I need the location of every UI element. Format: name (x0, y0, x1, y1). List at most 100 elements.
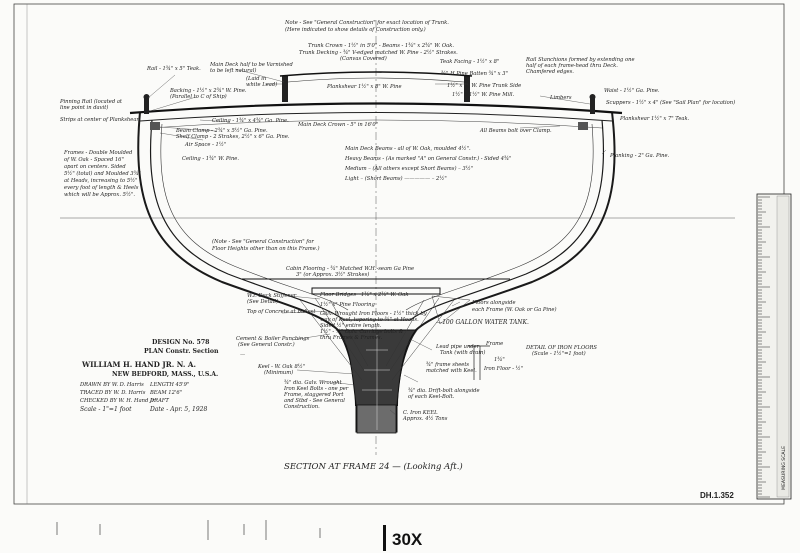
label-floors-alongside: Floors alongside (471, 300, 516, 306)
label-floor-heights: (Note - See "General Construction" for (212, 238, 314, 245)
label-beams-3: Medium – (All others except Short Beams)… (344, 165, 473, 172)
ruler-label: MEASURING SCALE (781, 446, 787, 490)
rail-cap-port (143, 94, 150, 100)
ceiling-line (160, 123, 349, 311)
label-frames-1: Frames - Double Moulded (63, 150, 133, 156)
label-trunk-backing: Trunk Decking - ¾" V-edged matched W. Pi… (299, 49, 458, 56)
scale: Scale - 1"=1 foot (80, 406, 132, 413)
label-iron-floor-small: Iron Floor - ½" (483, 365, 523, 372)
label-beams-1: Main Deck Beams - all of W. Oak, moulded… (344, 145, 471, 152)
label-frames-6: every foot of length & Heels (64, 185, 139, 191)
label-frames-5: at Heads, increasing to 5½" (64, 177, 138, 184)
trunk-crown (287, 77, 465, 83)
floor-bridge (311, 287, 441, 295)
design-no: DESIGN No. 578 (152, 339, 209, 346)
trunk-cabin-side (282, 76, 288, 102)
label-beams-4: Light – (Short Beams) ————— – 2½" (344, 175, 447, 182)
label-drift-bolt: ¾" dia. Drift-bolt alongside (408, 387, 480, 394)
iron-keel (356, 404, 397, 434)
designer-location: NEW BEDFORD, MASS., U.S.A. (112, 371, 218, 378)
label-frames-3: apart on centers. Sided (64, 164, 126, 170)
label-water-tank: ---100 GALLON WATER TANK. (436, 319, 529, 326)
deck-clamp (149, 119, 603, 129)
label-cabin-flooring: Cabin Flooring - ¾" Matched W.H.-seam Ga… (286, 265, 414, 272)
label-scuppers: Scuppers - 1½" x 4" (See "Sail Plan" for… (606, 99, 735, 106)
date: Date - Apr. 5, 1928 (149, 406, 207, 413)
plan-name: PLAN Constr. Section (144, 348, 219, 355)
label-wrought-iron-3: Sided ½" entire length. (320, 322, 382, 329)
trunk-deck (279, 71, 473, 77)
sheet-number: DH.1.352 (700, 491, 734, 500)
label-iron-bolts-2: Iron Keel Bolts - one per (283, 386, 349, 392)
label-trunk-side: 1½" x 3" W. Pine Trunk Side (447, 82, 521, 89)
label-rail-stanchions-3: Chamfered edges. (526, 69, 574, 75)
ruler-ticks (758, 196, 770, 498)
designer-name: WILLIAM H. HAND JR. N. A. (81, 360, 196, 369)
floor-timbers (299, 297, 455, 381)
label-white-lead: (Laid in (246, 75, 266, 82)
ruler-label-strip (776, 195, 790, 498)
label-drift-bolt-2: of each Keel-Bolt. (408, 394, 455, 400)
title-block: DESIGN No. 578 PLAN Constr. Section WILL… (79, 339, 219, 413)
label-frames-2: of W. Oak - Spaced 16" (64, 157, 124, 163)
label-iron-keel: C. Iron KEEL (403, 410, 438, 416)
label-limbers: Limbers (549, 95, 572, 101)
label-floor-heights-2: Floor Heights other than on this Frame.) (211, 245, 320, 252)
label-iron-bolts-1: ¾" dia. Galv. Wrought (284, 379, 343, 386)
label-trunk-backing-2: (Canvas Covered) (340, 55, 387, 62)
label-iron-bolts-4: and Stbd - See General (284, 398, 345, 404)
label-beams-2: Heavy Beams - (As marked "A" on General … (344, 155, 511, 162)
note-general-construction-top: Note - See "General Construction" for ex… (284, 20, 449, 26)
label-rail-stanchions: Rail Stanchions formed by extending one (525, 57, 635, 63)
label-iron-keel-2: Approx. 4½ Tons (402, 415, 448, 422)
deck-beam (139, 112, 613, 122)
bilge-stringer-port (150, 122, 160, 130)
label-frames-4: 5½" (total) and Moulded 3¾" (64, 170, 141, 177)
rail-cap-stbd (589, 94, 596, 100)
water-tank-outline (431, 295, 471, 325)
label-plankshear: Plankshear 1½" x 7" Teak. (619, 115, 690, 122)
draft: DRAFT (149, 398, 169, 404)
label-wrought-iron-4: 1½" - ¾" Galv. Carriage bolts & (320, 328, 404, 335)
label-teak-facing: Teak Facing - 1½" x 8" (440, 58, 499, 65)
label-cement-boiler: Cement & Boiler Punchings (236, 336, 310, 342)
label-deck-stiffener-2: (See Detail) (247, 298, 278, 305)
label-iron-bolts-3: Frame, staggered Port (283, 392, 344, 398)
label-frame-cross-2: matched with Keel. (426, 368, 477, 374)
keel-bolts (362, 335, 392, 430)
label-deck-stiffener: W.I. Deck Stiffener (247, 293, 297, 299)
label-floors-alongside-2: each Frame (W. Oak or Ga Pine) (472, 306, 556, 313)
label-hne-mill: 1½" x 1½" W. Pine Mill. (452, 91, 515, 98)
annotations: Note - See "General Construction" for ex… (59, 20, 735, 500)
label-beam-clamp: Beam Clamp - 2¾" x 5½" Ga. Pine. (175, 127, 268, 134)
label-wrought-iron-1: Galv. Wrought Iron Floors - 1½" thick by (320, 310, 427, 317)
label-rail-stanchions-2: half of each frame-head thru Deck. (526, 63, 618, 69)
rail-stanchion-stbd (590, 98, 595, 114)
traced-by: TRACED BY W. D. Harris (80, 390, 146, 396)
label-main-deck-crown: Main Deck Crown - 5" in 16'0" (297, 122, 378, 128)
label-white-lead-2: white Lead) (246, 81, 277, 88)
drawn-by: DRAWN BY W. D. Harris (79, 382, 144, 388)
section-caption: SECTION AT FRAME 24 — (Looking Aft.) (284, 461, 463, 472)
label-wrought-iron-5: thru Frames & Frames. (320, 335, 382, 341)
sheet-border (13, 3, 785, 505)
leader-lines (147, 68, 607, 416)
label-beams-over-clamp: All Beams bolt over Clamp. (479, 128, 552, 134)
label-pinrail-2: line point in davit) (60, 104, 108, 111)
label-lead-pipe: Lead pipe under (435, 344, 480, 350)
label-cement-boiler-2: (See General Constr.) (238, 341, 295, 348)
bilge-stringer-stbd (578, 122, 588, 130)
iron-floor-detail (468, 345, 490, 380)
label-trunk-crown: Trunk Crown - 1½" in 5'0" - Beams - 1¾" … (308, 42, 454, 49)
label-pinrail: Pinning Rail (located at (59, 98, 123, 105)
label-ceiling-port: Ceiling - 1¾" W. Pine. (182, 155, 239, 162)
label-frames-7: which will be Approx. 5½". (64, 191, 135, 198)
bottom-marks (56, 520, 321, 540)
frame-marker-bar (383, 525, 386, 551)
label-strips: Strips at center of Plankshear (60, 117, 139, 123)
ceiling-line-starboard (405, 123, 594, 311)
label-detail-iron-floors: DETAIL OF IRON FLOORS (525, 345, 597, 351)
label-frame-cross: ¾" frame sheets (426, 361, 469, 368)
